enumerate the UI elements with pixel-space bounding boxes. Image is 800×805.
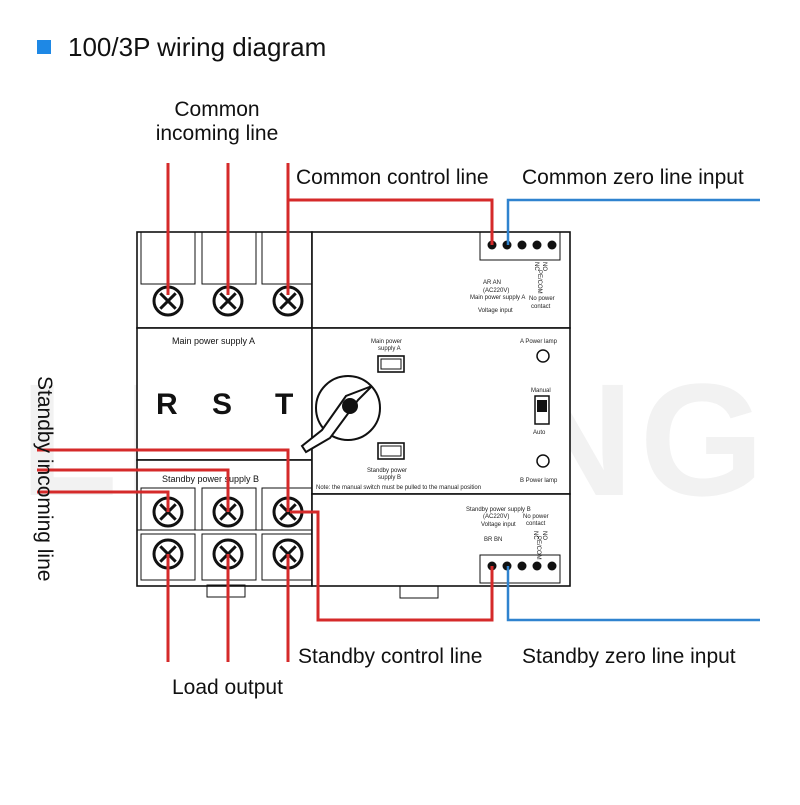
standby-power-supply-b-label: Standby power supply B bbox=[162, 474, 259, 484]
top-block-terminals: AR AN bbox=[483, 280, 501, 286]
bottom-block-caption-3: Voltage input bbox=[481, 522, 516, 528]
load-output-label: Load output bbox=[172, 676, 283, 699]
standby-supply-indicator-window bbox=[377, 442, 405, 460]
manual-switch-note: Note: the manual switch must be pulled t… bbox=[316, 485, 481, 491]
bottom-block-side-pe: PE/COM bbox=[535, 536, 541, 560]
top-block-caption-2: (AC220V) bbox=[483, 288, 509, 294]
bottom-block-caption-2: (AC220V) bbox=[483, 514, 509, 520]
control-housing-bottom bbox=[311, 493, 571, 587]
din-clip-left bbox=[206, 584, 246, 598]
a-power-lamp bbox=[536, 349, 550, 363]
top-block-caption-3: Voltage input bbox=[478, 308, 513, 314]
bottom-block-contact: contact bbox=[526, 521, 546, 527]
common-incoming-line-label-1: Common bbox=[174, 98, 259, 121]
common-incoming-line-label-2: incoming line bbox=[156, 122, 279, 145]
top-control-terminal-block bbox=[479, 231, 561, 261]
top-block-contact: contact bbox=[531, 304, 551, 310]
main-supply-indicator-window bbox=[377, 355, 405, 373]
title-bullet bbox=[37, 40, 51, 54]
top-block-side-pe: PE/COM bbox=[536, 270, 542, 294]
common-zero-wire bbox=[506, 198, 760, 245]
bottom-block-side-nc: NC bbox=[532, 531, 538, 540]
common-control-line-label: Common control line bbox=[296, 166, 489, 189]
main-supply-screws bbox=[152, 285, 304, 317]
common-control-wire bbox=[288, 198, 494, 245]
load-output-wires bbox=[166, 554, 290, 662]
page-title: 100/3P wiring diagram bbox=[68, 32, 326, 62]
manual-label: Manual bbox=[531, 388, 551, 394]
standby-incoming-wires bbox=[37, 448, 290, 512]
phase-t: T bbox=[275, 388, 293, 421]
switch-bottom-label-2: supply B bbox=[378, 475, 401, 481]
a-power-lamp-label: A Power lamp bbox=[520, 339, 558, 345]
common-zero-line-input-label: Common zero line input bbox=[522, 166, 744, 189]
main-terminal-screw bbox=[272, 285, 304, 317]
top-block-caption-1: Main power supply A bbox=[470, 295, 525, 301]
auto-label: Auto bbox=[533, 430, 546, 436]
top-block-side-no: NO bbox=[541, 262, 547, 271]
manual-rotary-handle[interactable] bbox=[300, 375, 381, 454]
phase-panel bbox=[136, 327, 313, 461]
top-control-screws bbox=[487, 240, 557, 250]
din-clip-right bbox=[399, 585, 439, 599]
b-power-lamp-label: B Power lamp bbox=[520, 478, 558, 484]
b-power-lamp bbox=[536, 454, 550, 468]
bottom-control-terminal-block bbox=[479, 554, 561, 584]
top-block-no-power: No power bbox=[529, 296, 555, 302]
bottom-block-side-no: NO bbox=[541, 531, 547, 540]
standby-control-line-label: Standby control line bbox=[298, 645, 482, 668]
bottom-block-caption-1: Standby power supply B bbox=[466, 507, 531, 513]
standby-incoming-line-label: Standby incoming line bbox=[33, 376, 56, 581]
switch-top-label-2: supply A bbox=[378, 346, 401, 352]
common-incoming-wires bbox=[166, 163, 290, 295]
standby-control-wire bbox=[290, 510, 494, 622]
phase-r: R bbox=[156, 388, 178, 421]
bottom-block-terminals: BR BN bbox=[484, 537, 502, 543]
bottom-channel-1 bbox=[140, 487, 196, 531]
standby-zero-wire bbox=[506, 566, 760, 622]
standby-zero-line-input-label: Standby zero line input bbox=[522, 645, 736, 668]
control-housing-top bbox=[311, 231, 571, 329]
bottom-block-no-power: No power bbox=[523, 514, 549, 520]
top-block-side-nc: NC bbox=[533, 262, 539, 271]
phase-s: S bbox=[212, 388, 232, 421]
switch-bottom-label-1: Standby power bbox=[367, 468, 407, 474]
switch-top-label-1: Main power bbox=[371, 339, 402, 345]
main-power-supply-a-label: Main power supply A bbox=[172, 336, 255, 346]
